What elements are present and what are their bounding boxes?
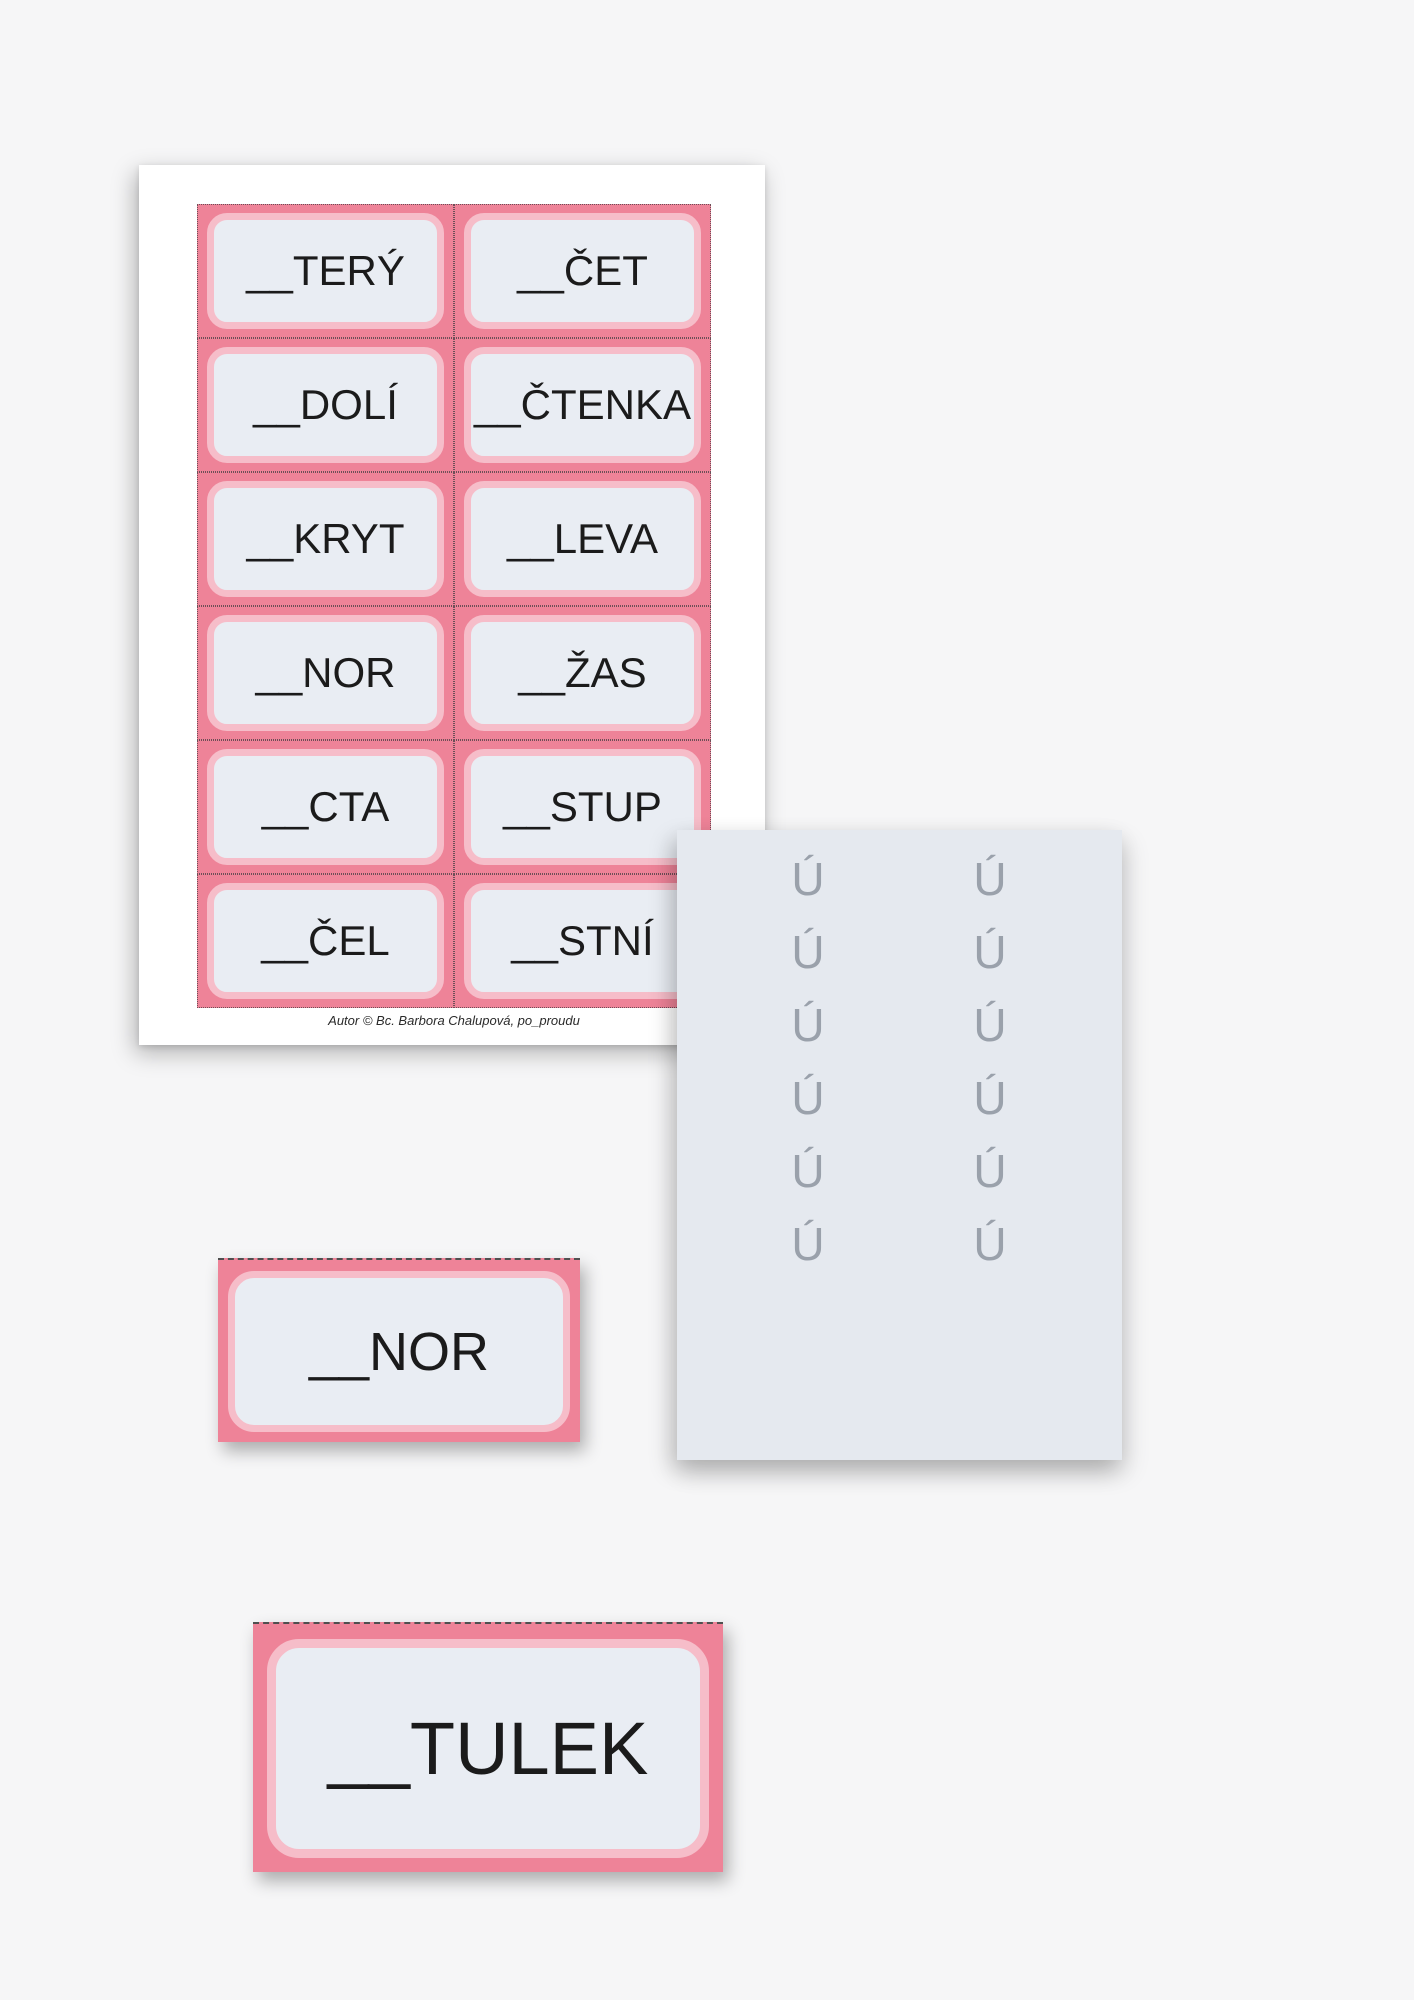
word-card[interactable]: __ČTENKA xyxy=(454,338,711,472)
word-card[interactable]: __ČET xyxy=(454,204,711,338)
word-card[interactable]: __KRYT xyxy=(197,472,454,606)
word-card-face: __LEVA xyxy=(464,481,701,597)
word-card[interactable]: __LEVA xyxy=(454,472,711,606)
worksheet-page: __TERÝ __ČET __DOLÍ __ČTENKA __KRYT __LEVA __N… xyxy=(139,165,765,1045)
word-card-label: __STUP xyxy=(503,783,662,830)
word-card-label: __KRYT xyxy=(246,515,405,562)
word-card-face: __NOR xyxy=(207,615,444,731)
word-card-face: __ŽAS xyxy=(464,615,701,731)
letter-tile[interactable]: Ú xyxy=(973,1071,1007,1124)
word-card-label: __CTA xyxy=(261,783,390,830)
word-card[interactable]: __CTA xyxy=(197,740,454,874)
letter-tile[interactable]: Ú xyxy=(791,925,825,978)
word-card[interactable]: __STUP xyxy=(454,740,711,874)
word-card-label: __NOR xyxy=(228,1271,570,1432)
word-card-label: __ČTENKA xyxy=(473,381,692,428)
cut-line xyxy=(218,1258,580,1260)
word-card-face: __STNÍ xyxy=(464,883,701,999)
dragged-word-card-tulek[interactable]: __TULEK xyxy=(253,1622,723,1872)
word-card-label: __TULEK xyxy=(267,1639,709,1858)
word-card-label: __STNÍ xyxy=(511,917,654,964)
word-card[interactable]: __ČEL xyxy=(197,874,454,1008)
word-card-face: __CTA xyxy=(207,749,444,865)
word-card-label: __LEVA xyxy=(507,515,658,562)
letter-tile[interactable]: Ú xyxy=(973,1144,1007,1197)
letter-tile[interactable]: Ú xyxy=(791,1071,825,1124)
letter-tile[interactable]: Ú xyxy=(973,1217,1007,1270)
letter-tile[interactable]: Ú xyxy=(791,852,825,905)
word-card-face: __ČET xyxy=(464,213,701,329)
author-credit: Autor © Bc. Barbora Chalupová, po_proudu xyxy=(328,1013,580,1028)
word-card-label: __TERÝ xyxy=(246,247,405,294)
word-card[interactable]: __STNÍ xyxy=(454,874,711,1008)
word-card-label: __DOLÍ xyxy=(253,381,398,428)
word-card-label: __ČEL xyxy=(261,917,390,964)
letter-tile[interactable]: Ú xyxy=(973,852,1007,905)
letter-tile[interactable]: Ú xyxy=(791,998,825,1051)
word-card-face: __ČTENKA xyxy=(464,347,701,463)
word-card-face: __TERÝ xyxy=(207,213,444,329)
word-card-label: __ČET xyxy=(517,247,648,294)
word-card-face: __DOLÍ xyxy=(207,347,444,463)
letter-tile[interactable]: Ú xyxy=(791,1144,825,1197)
word-card-face: __STUP xyxy=(464,749,701,865)
word-card[interactable]: __DOLÍ xyxy=(197,338,454,472)
word-card-face: __ČEL xyxy=(207,883,444,999)
word-card[interactable]: __ŽAS xyxy=(454,606,711,740)
dragged-word-card-nor[interactable]: __NOR xyxy=(218,1258,580,1442)
letter-tile[interactable]: Ú xyxy=(973,925,1007,978)
word-card-label: __NOR xyxy=(255,649,396,696)
word-card[interactable]: __TERÝ xyxy=(197,204,454,338)
cut-line xyxy=(253,1622,723,1624)
letter-tile[interactable]: Ú xyxy=(973,998,1007,1051)
word-card-label: __ŽAS xyxy=(518,649,647,696)
word-card-face: __KRYT xyxy=(207,481,444,597)
letter-tile[interactable]: Ú xyxy=(791,1217,825,1270)
word-card[interactable]: __NOR xyxy=(197,606,454,740)
word-card-grid: __TERÝ __ČET __DOLÍ __ČTENKA __KRYT __LEVA __N… xyxy=(197,204,711,1008)
